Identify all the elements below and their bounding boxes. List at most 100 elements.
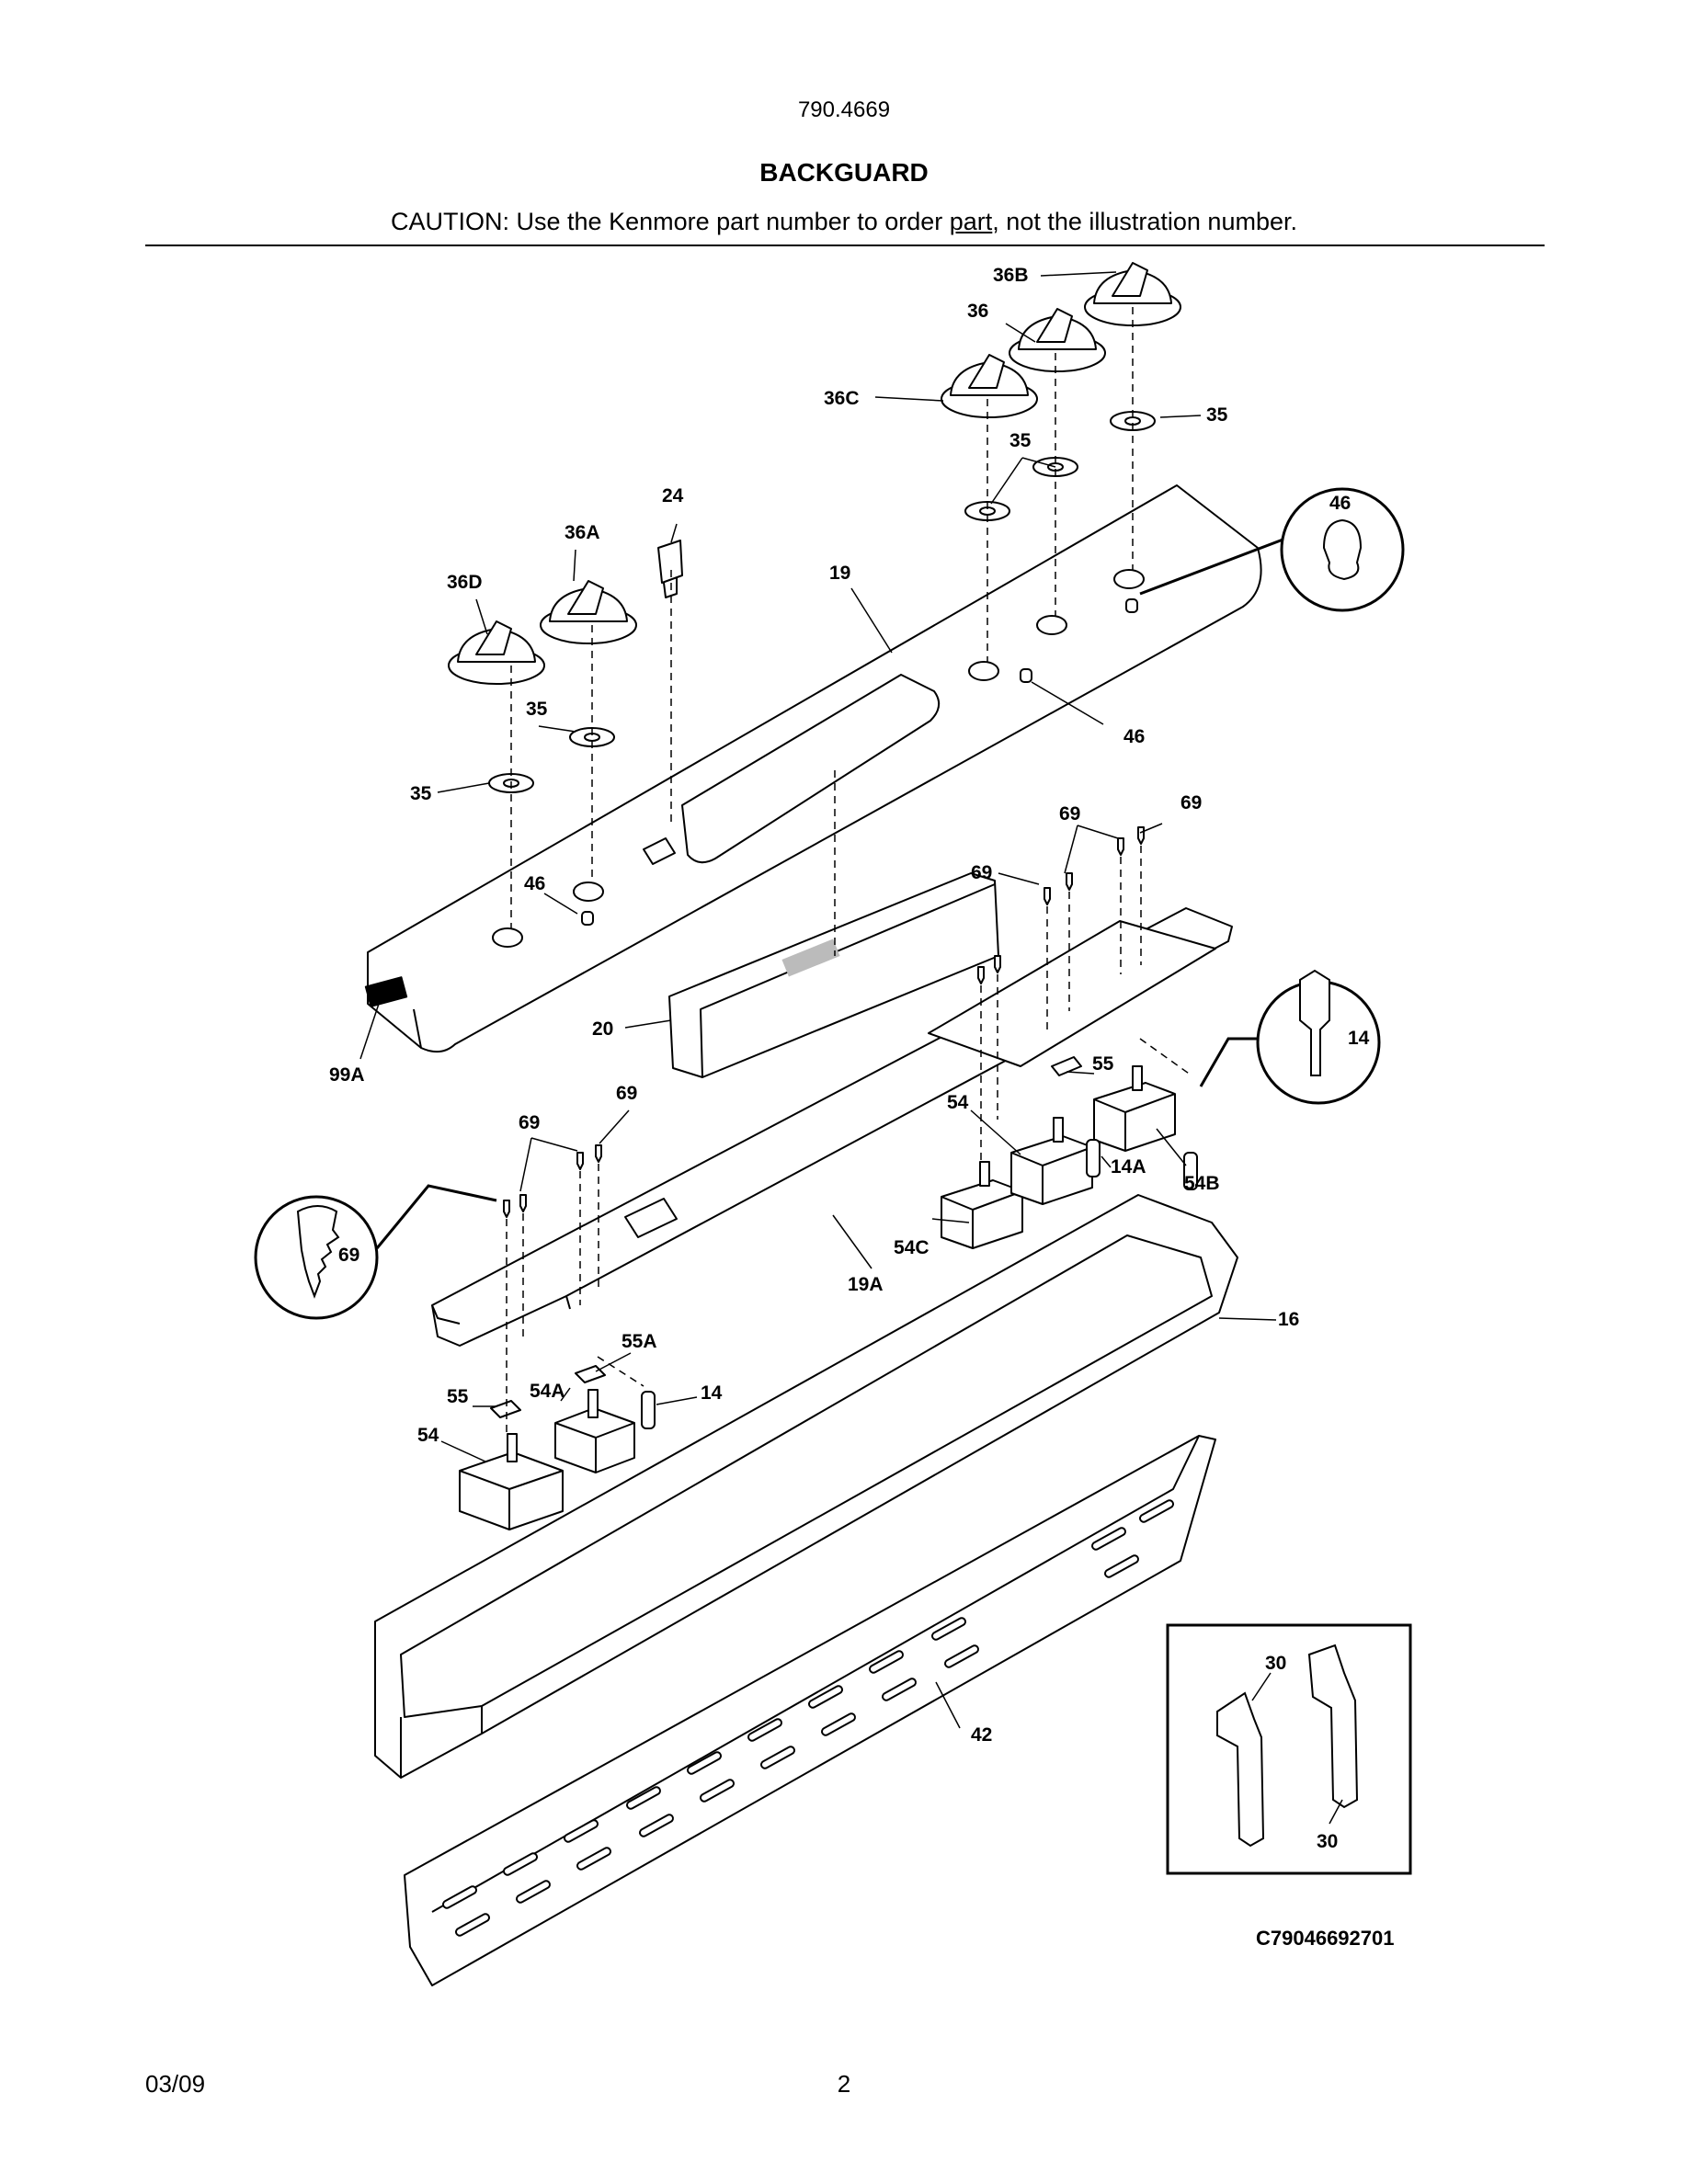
knob-hole bbox=[492, 927, 523, 948]
knob-hole bbox=[573, 882, 604, 902]
callout-42: 42 bbox=[971, 1724, 992, 1746]
leader-line bbox=[624, 1019, 672, 1029]
infinite-switch-icon bbox=[459, 1433, 564, 1530]
page-number: 2 bbox=[837, 2070, 851, 2098]
leader-line bbox=[519, 1137, 578, 1192]
bracket-upper bbox=[928, 920, 1216, 1067]
screw-icon bbox=[994, 955, 1001, 973]
callout-69-c: 69 bbox=[971, 862, 992, 883]
screw-icon bbox=[576, 1152, 584, 1170]
leader-line bbox=[990, 457, 1056, 505]
zoom-leader bbox=[1199, 1037, 1261, 1087]
indicator-light-detail-icon bbox=[1322, 518, 1363, 581]
vent-slot bbox=[1104, 1554, 1139, 1578]
vent-slot bbox=[503, 1852, 538, 1876]
vent-slot bbox=[821, 1712, 856, 1736]
drawing-code: C79046692701 bbox=[1256, 1927, 1394, 1950]
vent-slot bbox=[639, 1814, 674, 1837]
page-title: BACKGUARD bbox=[759, 158, 929, 187]
leader-line bbox=[1005, 323, 1036, 343]
callout-69-a: 69 bbox=[1059, 803, 1080, 825]
callout-36D: 36D bbox=[447, 572, 483, 593]
display-window bbox=[681, 674, 941, 864]
indicator-light-icon bbox=[1125, 598, 1138, 613]
leader-line bbox=[560, 1387, 571, 1402]
callout-55-b: 55 bbox=[447, 1386, 469, 1407]
callout-19A: 19A bbox=[848, 1274, 884, 1295]
leader-line bbox=[543, 893, 578, 915]
infinite-switch-icon bbox=[941, 1161, 1023, 1249]
bracket-inset-box bbox=[1166, 1623, 1412, 1875]
indicator-lamp-icon bbox=[1086, 1139, 1101, 1177]
leader-line bbox=[670, 523, 678, 543]
vent-slot bbox=[869, 1650, 904, 1674]
screw-icon bbox=[519, 1194, 527, 1212]
indicator-light-icon bbox=[1020, 668, 1032, 683]
callout-69-d: 69 bbox=[519, 1112, 540, 1133]
bracket-icon bbox=[1216, 1691, 1265, 1848]
leader-line bbox=[874, 396, 944, 402]
vent-slot bbox=[882, 1678, 917, 1701]
vent-slot bbox=[626, 1786, 661, 1810]
vent-slot bbox=[760, 1746, 795, 1769]
caution-text-end: , not the illustration number. bbox=[992, 208, 1297, 235]
leader-line bbox=[1031, 681, 1104, 725]
leader-line bbox=[1139, 823, 1163, 834]
vent-slot bbox=[747, 1718, 782, 1742]
vent-slot bbox=[442, 1885, 477, 1909]
vent-slot bbox=[564, 1819, 599, 1843]
knob-icon bbox=[448, 620, 545, 685]
footer-date: 03/09 bbox=[145, 2070, 206, 2098]
callout-35-e: 35 bbox=[410, 783, 432, 804]
callout-54-a: 54 bbox=[947, 1092, 969, 1113]
leader-line bbox=[998, 872, 1040, 885]
vent-slot bbox=[516, 1880, 551, 1904]
callout-35-c: 35 bbox=[526, 699, 548, 720]
screw-detail-icon bbox=[296, 1205, 340, 1299]
screw-icon bbox=[1044, 887, 1051, 905]
screw-icon bbox=[503, 1200, 510, 1218]
leader-line bbox=[595, 1352, 632, 1372]
leader-line bbox=[1329, 1799, 1343, 1825]
part-link[interactable]: part bbox=[949, 208, 993, 235]
callout-14-b: 14 bbox=[701, 1382, 723, 1404]
leader-line bbox=[850, 587, 893, 654]
callout-35-a: 35 bbox=[1206, 404, 1228, 426]
header-rule bbox=[145, 245, 1545, 246]
callout-46-c: 46 bbox=[524, 873, 545, 894]
callout-54A: 54A bbox=[530, 1381, 565, 1402]
vent-slot bbox=[576, 1847, 611, 1871]
leader-line bbox=[437, 782, 490, 793]
knob-hole bbox=[1036, 615, 1067, 635]
callout-46-zoom: 46 bbox=[1329, 493, 1351, 514]
zoom-leader bbox=[1139, 537, 1286, 596]
callout-55-a: 55 bbox=[1092, 1053, 1114, 1075]
callout-14A: 14A bbox=[1111, 1156, 1146, 1177]
callout-36: 36 bbox=[967, 301, 988, 322]
bracket-icon bbox=[1307, 1644, 1359, 1809]
leader-line bbox=[1159, 415, 1202, 418]
infinite-switch-icon bbox=[1010, 1117, 1093, 1205]
zoom-leader bbox=[375, 1184, 497, 1249]
indicator-light-icon bbox=[581, 911, 594, 926]
callout-36C: 36C bbox=[824, 388, 860, 409]
vent-slot bbox=[931, 1617, 966, 1641]
callout-36B: 36B bbox=[993, 265, 1029, 286]
callout-46-b: 46 bbox=[1123, 726, 1145, 747]
screw-icon bbox=[977, 966, 985, 984]
indicator-lamp-icon bbox=[641, 1391, 656, 1429]
callout-99A: 99A bbox=[329, 1064, 365, 1086]
callout-14-zoom: 14 bbox=[1348, 1028, 1370, 1049]
vent-slot bbox=[455, 1913, 490, 1937]
clip-icon bbox=[1051, 1056, 1082, 1076]
rocker-switch-icon bbox=[657, 540, 683, 598]
callout-69-b: 69 bbox=[1180, 792, 1202, 813]
callout-55A: 55A bbox=[622, 1331, 657, 1352]
leader-line bbox=[1064, 825, 1119, 874]
screw-icon bbox=[1066, 872, 1073, 891]
indicator-lamp-icon bbox=[1183, 1152, 1198, 1190]
callout-19: 19 bbox=[829, 563, 850, 584]
screw-icon bbox=[1117, 837, 1124, 856]
leader-line bbox=[970, 1109, 1021, 1155]
